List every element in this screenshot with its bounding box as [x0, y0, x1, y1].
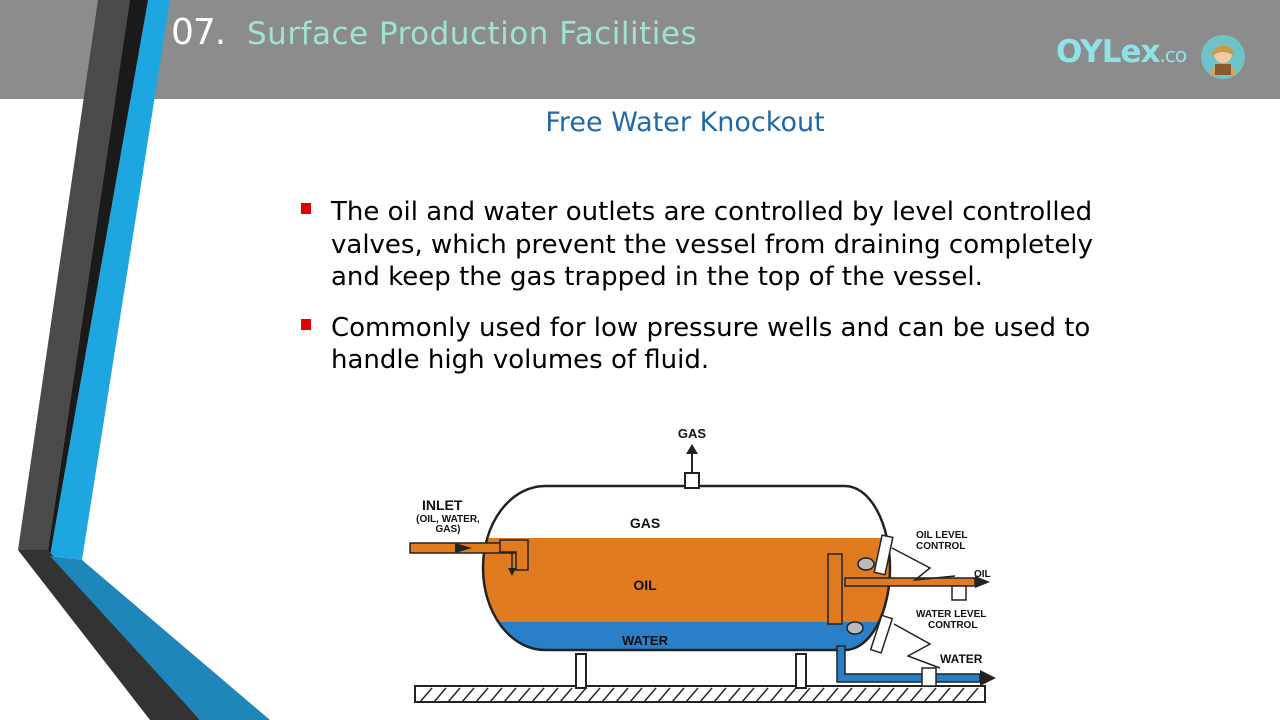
inlet-arrow-icon [455, 543, 472, 553]
label-gas-zone: GAS [630, 515, 660, 531]
water-control-line [893, 623, 941, 669]
bullet-text: The oil and water outlets are controlled… [331, 197, 1093, 292]
oil-control-line [891, 547, 956, 581]
logo-brand: OYLex [1056, 34, 1160, 70]
decorative-stripes [18, 0, 270, 720]
brand-logo[interactable]: OYLex.co [1056, 34, 1256, 80]
label-inlet-detail-1: (OIL, WATER, [416, 514, 480, 525]
label-oil-outlet: OIL [974, 569, 991, 580]
slide-title: Surface Production Facilities [247, 16, 698, 52]
oil-arrow-icon [975, 576, 990, 588]
free-water-knockout-diagram: GAS INLET (OIL, WATER, GAS) GAS OIL WATE… [409, 426, 996, 703]
bullet-item: The oil and water outlets are controlled… [298, 196, 1118, 294]
label-water-level-1: WATER LEVEL [916, 609, 986, 620]
stripe-blue-bottom [50, 556, 270, 720]
bullet-square-icon [301, 203, 311, 214]
logo-text: OYLex.co [1056, 34, 1187, 70]
water-valve-icon [921, 667, 937, 687]
stripe-dark-bottom [18, 550, 200, 720]
logo-suffix: .co [1159, 43, 1187, 67]
label-oil-level-1: OIL LEVEL [916, 530, 968, 541]
vessel-support-left [575, 653, 587, 689]
label-water-level-2: CONTROL [928, 620, 977, 631]
vessel-support-right [795, 653, 807, 689]
bullet-square-icon [301, 318, 311, 330]
vessel-contents [483, 486, 890, 650]
water-zone [483, 622, 890, 650]
inlet-diverter [499, 539, 529, 571]
avatar-icon [1201, 35, 1245, 79]
water-level-controller [869, 614, 894, 654]
header-bar [0, 0, 1280, 99]
weir-baffle [827, 553, 843, 625]
gas-outlet-nozzle [684, 472, 700, 489]
gas-arrow-icon [686, 444, 698, 454]
bullet-text: Commonly used for low pressure wells and… [331, 312, 1091, 376]
oil-outlet-pipe [844, 577, 976, 587]
oil-valve-icon [951, 585, 967, 601]
inlet-down-arrow-icon [508, 568, 516, 576]
slide-subtitle: Free Water Knockout [545, 107, 825, 138]
label-oil-level-2: CONTROL [916, 541, 965, 552]
water-arrow-icon [980, 670, 996, 686]
slide-number: 07. [171, 12, 226, 53]
oil-float-icon [857, 557, 875, 571]
oil-zone [483, 538, 890, 622]
gas-zone [483, 486, 890, 538]
label-inlet: INLET [422, 497, 463, 513]
ground-hatch [419, 687, 979, 703]
oil-level-controller [873, 534, 894, 576]
label-water-outlet: WATER [940, 652, 983, 666]
label-gas-top: GAS [678, 426, 707, 441]
water-float-icon [846, 621, 864, 635]
bullet-list: The oil and water outlets are controlled… [298, 196, 1118, 395]
bullet-item: Commonly used for low pressure wells and… [298, 312, 1118, 377]
label-water-zone: WATER [622, 633, 669, 648]
label-oil-zone: OIL [633, 577, 657, 593]
ground-base [414, 685, 986, 703]
label-inlet-detail-2: GAS) [436, 524, 461, 535]
